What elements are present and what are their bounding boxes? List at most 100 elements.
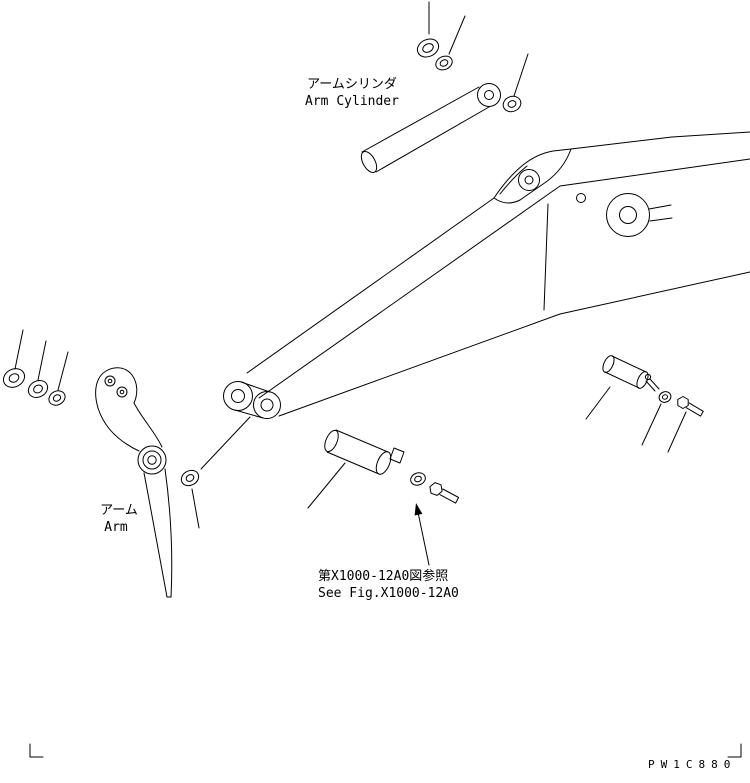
reference-label-jp: 第X1000-12A0図参照 [318, 568, 448, 584]
cotter-pin-legs [645, 378, 660, 392]
washer-ring [180, 469, 200, 487]
leader-line [513, 53, 529, 97]
arm-foot-washer [180, 416, 251, 529]
grease-fitting [576, 193, 586, 203]
bolt-shaft [439, 488, 460, 504]
arrow-line [418, 514, 430, 566]
boom-foot-pin-set [307, 429, 460, 509]
leader-line [191, 488, 200, 529]
boom-foot-boss-hole [231, 389, 245, 403]
washer-ring [435, 55, 453, 71]
arm-edge-right [133, 402, 163, 448]
leader-line [543, 203, 549, 311]
washer-ring-inner [52, 394, 62, 402]
boom-hub-inner [619, 206, 637, 224]
arm-pin-washers [2, 329, 69, 406]
washer-ring-inner [185, 474, 195, 482]
washer-ring-inner [33, 384, 43, 394]
arm-edge-left [97, 407, 140, 452]
rod-eye-hole [484, 90, 494, 100]
washer-ring-inner [8, 373, 20, 383]
border-corner-marks [29, 743, 742, 758]
washer-ring [48, 390, 66, 406]
washer-ring [502, 95, 522, 113]
pin-edge [611, 355, 647, 373]
rod-edge [375, 106, 490, 173]
washer-ring-inner [661, 394, 669, 400]
arm-hub-mid [142, 450, 162, 470]
rod-edge [361, 86, 480, 153]
pin-open-end [324, 429, 339, 453]
leader-line [200, 416, 251, 470]
reference-arrow [414, 503, 430, 566]
arm-label-jp: アーム [100, 503, 138, 518]
bracket-hole [116, 386, 128, 398]
washer-ring [27, 380, 49, 398]
leader-line [585, 386, 611, 420]
pin-edge [604, 371, 640, 389]
hub-boss-lines [648, 204, 673, 222]
arm-cylinder-label-en: Arm Cylinder [305, 94, 399, 109]
boom-top-right-edge [570, 131, 750, 150]
cylinder-eye-washer [502, 53, 529, 113]
pin-head [375, 451, 392, 475]
leader-line [448, 15, 466, 55]
boom-nose-pin-set [585, 355, 704, 453]
pin-edge [326, 451, 380, 475]
leader-line [667, 411, 687, 453]
washer-ring-inner [507, 100, 517, 108]
foot-boss-links [234, 381, 271, 419]
boom-ridge-edge [258, 158, 750, 399]
bracket-base [493, 197, 521, 204]
boom-bottom-edge [278, 271, 750, 417]
arm-hub-inner [147, 455, 157, 465]
corner-mark-bottom-left [29, 743, 44, 758]
boom-bracket-top [493, 148, 572, 199]
bracket-hole [104, 375, 116, 387]
bracket-hole-center [119, 389, 125, 395]
arm-tail-right [164, 468, 173, 598]
bolt-shaft [685, 402, 704, 417]
lock-plate [389, 447, 405, 464]
washer-ring-inner [422, 43, 434, 53]
leader-line [641, 403, 662, 446]
drawing-code: PW1C880 [648, 758, 736, 771]
pin-edge [335, 429, 389, 453]
rod-end-cap [360, 151, 378, 173]
arm-tail-left [143, 472, 168, 598]
cylinder-top-washers [416, 1, 466, 71]
bolt-head [429, 482, 443, 496]
leader-lines [14, 329, 69, 391]
arm-label-en: Arm [104, 520, 128, 535]
washer-ring [2, 368, 26, 388]
boom-foot-boss2-outer [253, 391, 281, 419]
bolt-head [677, 396, 689, 409]
boom [223, 131, 750, 419]
leader-line [307, 462, 346, 509]
boom-top-edge [246, 197, 495, 374]
pin-open-end [602, 355, 615, 373]
washer-ring-inner [414, 475, 422, 483]
corner-mark-bottom-right [727, 743, 742, 758]
arm-bracket [95, 367, 138, 409]
washer-ring [658, 391, 672, 403]
arm-hub-outer [137, 445, 167, 475]
arrow-head [414, 503, 423, 516]
boom-foot-boss2-hole [260, 398, 274, 412]
bracket-hole-center [107, 378, 113, 384]
arm-cylinder-label-jp: アームシリンダ [307, 77, 397, 92]
washer-ring [416, 38, 440, 58]
reference-label-en: See Fig.X1000-12A0 [318, 586, 459, 601]
arm-cylinder-rod [360, 83, 501, 173]
rod-eye-outer [477, 83, 501, 107]
boom-hub-outer [606, 193, 650, 237]
bracket-rear-edge [519, 148, 572, 201]
cotter-pin-loop [644, 373, 652, 381]
bracket-pin-hole-inner [524, 175, 534, 185]
bracket-plate-line [499, 165, 528, 195]
bracket-pin-hole [518, 169, 540, 191]
washer-ring [410, 472, 426, 486]
washer-ring-inner [439, 59, 449, 67]
